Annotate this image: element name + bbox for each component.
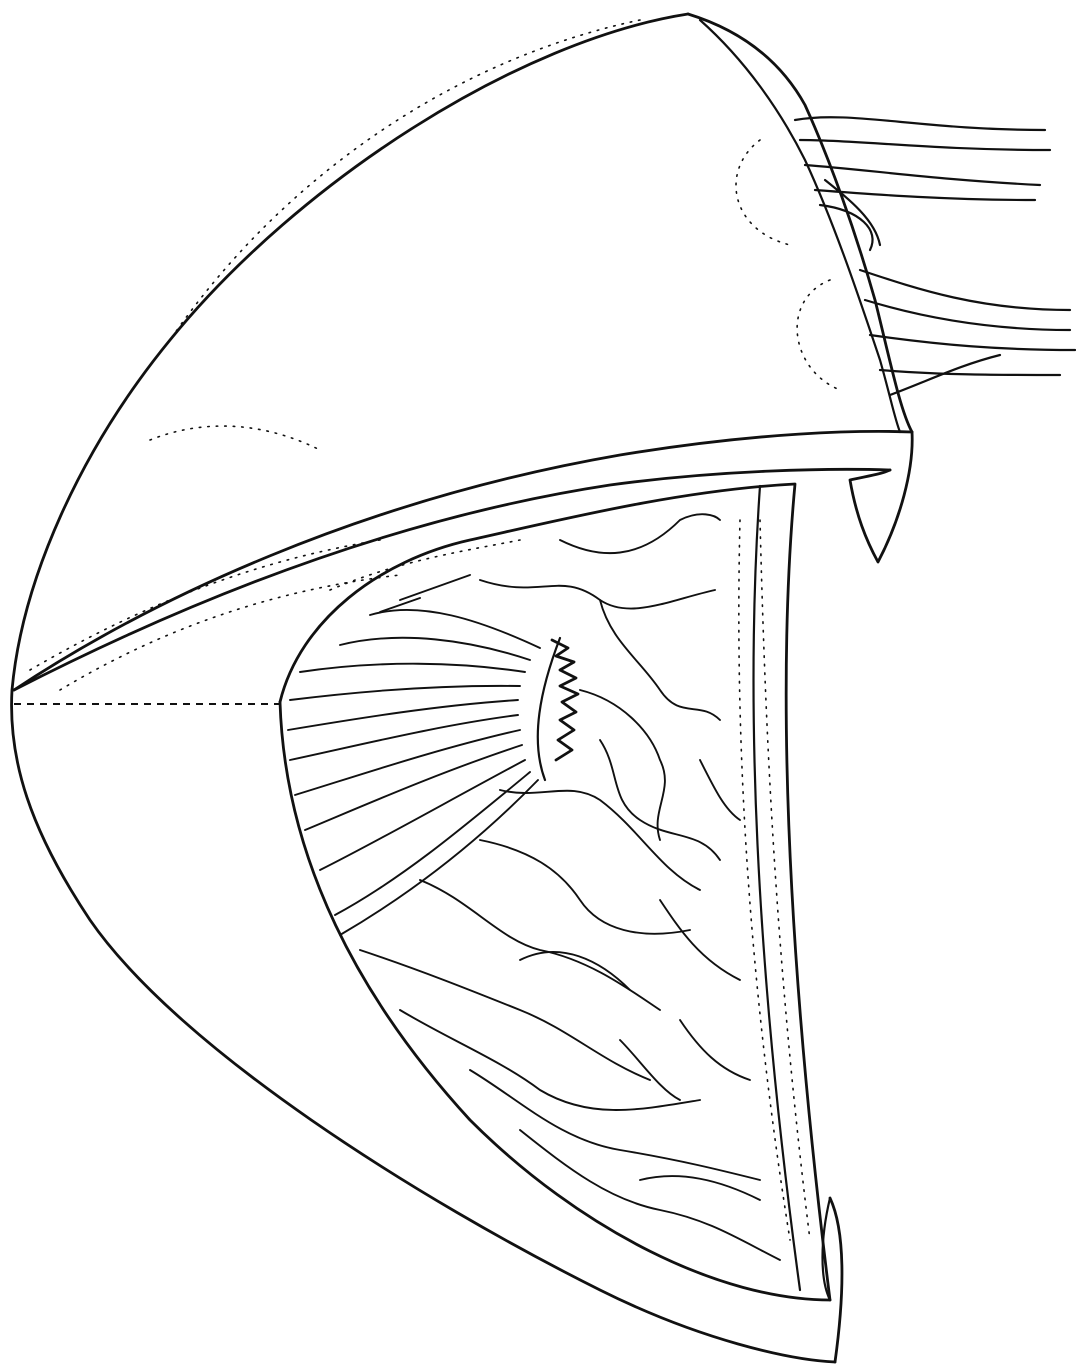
rim-hook	[850, 432, 912, 562]
upper-back-inner-edge	[700, 20, 900, 432]
stippling	[30, 20, 840, 1240]
lower-keel	[830, 1198, 842, 1362]
serrated-ridge	[552, 640, 578, 760]
vein-network	[360, 514, 780, 1260]
upper-back-edge	[688, 14, 912, 432]
radiating-muscle-fan	[288, 575, 578, 935]
